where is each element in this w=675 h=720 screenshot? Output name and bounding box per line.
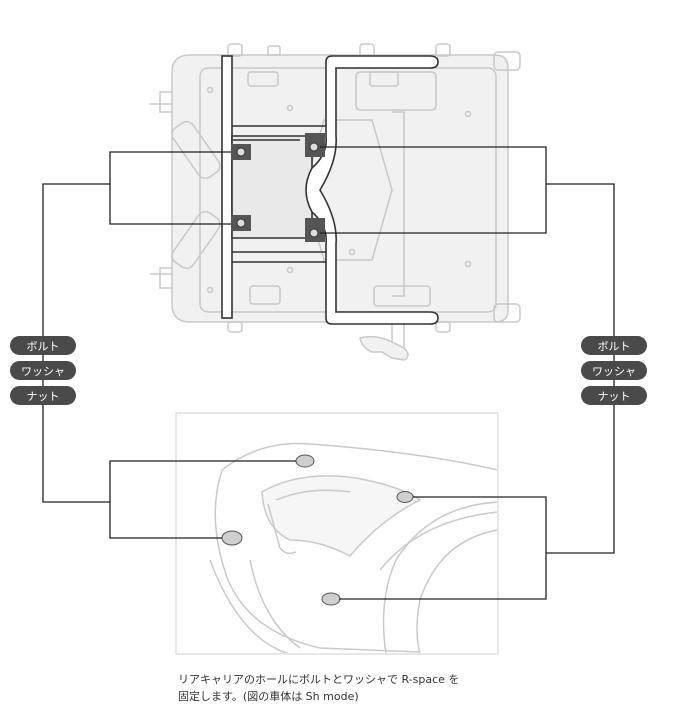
washer-pill-right (581, 361, 647, 380)
r-space-bracket (221, 55, 439, 325)
bolt-brackets (231, 133, 325, 242)
carrier-hole-lower-left (221, 530, 243, 546)
carrier-closeup-illustration (175, 412, 499, 655)
bolt-label-right: ボルト (598, 340, 631, 353)
carrier-hole-upper-left (295, 454, 315, 468)
washer-pill-left (10, 361, 76, 380)
connector-left-bottom (109, 460, 296, 539)
connector-right-bottom (339, 496, 547, 600)
nut-label-right: ナット (598, 390, 631, 403)
washer-label-left: ワッシャ (21, 365, 65, 378)
connector-left-top (109, 151, 231, 225)
carrier-hole-upper-right (396, 491, 414, 503)
nut-pill-left (10, 386, 76, 405)
bolt-label-left: ボルト (27, 340, 60, 353)
caption-line-1: リアキャリアのホールにボルトとワッシャで R-space を (178, 673, 460, 686)
carrier-hole-lower-right (321, 592, 341, 606)
nut-label-left: ナット (27, 390, 60, 403)
bolt-pill-right (581, 336, 647, 355)
washer-label-right: ワッシャ (592, 365, 636, 378)
connector-right-top (320, 146, 547, 234)
caption-line-2: 固定します。(図の車体は Sh mode) (178, 690, 359, 703)
bolt-pill-left (10, 336, 76, 355)
fastener-labels-left: ボルト ワッシャ ナット (10, 336, 76, 405)
nut-pill-right (581, 386, 647, 405)
fastener-labels-right: ボルト ワッシャ ナット (581, 336, 647, 405)
caption: リアキャリアのホールにボルトとワッシャで R-space を 固定します。(図の… (178, 671, 538, 705)
